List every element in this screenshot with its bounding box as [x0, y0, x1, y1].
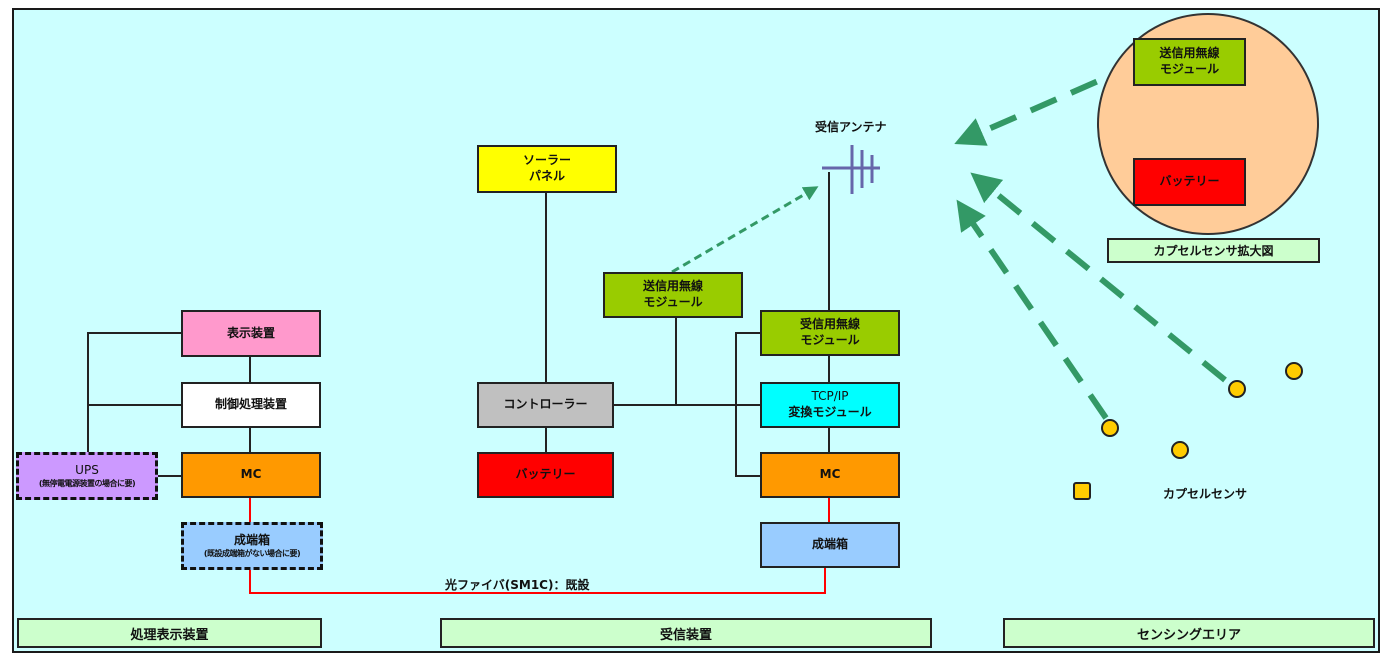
radio-link-sensor-a [970, 172, 1227, 383]
solar-panel-label-2: パネル [528, 169, 565, 183]
tx-wireless-module-label-2: モジュール [643, 295, 703, 309]
rx-wireless-module: 受信用無線 モジュール [760, 310, 900, 356]
termination-box-processing: 成端箱 (既設成端箱がない場合に要) [181, 522, 323, 570]
control-processor: 制御処理装置 [181, 382, 321, 428]
capsule-caption: カプセルセンサ拡大図 [1107, 238, 1320, 263]
sensor-radio-links [954, 61, 1227, 420]
radio-link-capsule-antenna [954, 61, 1139, 146]
radio-links [671, 186, 819, 274]
ups-note: (無停電電源装置の場合に要) [38, 478, 136, 488]
mc-processing-label: MC [240, 467, 262, 482]
antenna-icon [822, 145, 880, 194]
zone-sensing-label: センシングエリア [1136, 627, 1241, 643]
radio-link-tx-antenna [671, 186, 819, 274]
tx-wireless-module-label: 送信用無線 [642, 279, 703, 294]
display-device: 表示装置 [181, 310, 321, 357]
capsule-sensor [1228, 380, 1246, 398]
radio-link-sensor-b [956, 199, 1109, 420]
tcpip-module-label: TCP/IP [811, 389, 849, 404]
zone-sensing: センシングエリア [1003, 618, 1375, 648]
capsule-caption-label: カプセルセンサ拡大図 [1153, 244, 1274, 258]
rx-wireless-module-label: 受信用無線 [799, 317, 860, 332]
mc-processing: MC [181, 452, 321, 498]
capsule-sensor [1101, 419, 1119, 437]
ups: UPS (無停電電源装置の場合に要) [16, 452, 158, 500]
solar-panel-label: ソーラー [522, 153, 571, 168]
fiber-wires [249, 498, 830, 594]
antenna-label: 受信アンテナ [815, 120, 887, 134]
receiver-battery-label: バッテリー [515, 467, 576, 482]
termination-box-processing-label: 成端箱 [233, 533, 270, 547]
termination-box-receiver: 成端箱 [760, 522, 900, 568]
capsule-sensor [1171, 441, 1189, 459]
control-processor-label: 制御処理装置 [214, 397, 287, 412]
wire-display-ups [87, 332, 182, 452]
tcpip-module-label-2: 変換モジュール [788, 405, 872, 419]
receiver-battery: バッテリー [477, 452, 614, 498]
zone-receiver: 受信装置 [440, 618, 932, 648]
termination-box-receiver-label: 成端箱 [811, 537, 848, 552]
processing-wires [87, 332, 251, 477]
controller-label: コントローラー [503, 397, 588, 412]
ups-label: UPS [75, 463, 99, 477]
capsule-sensor [1285, 362, 1303, 380]
termination-box-note: (既設成端箱がない場合に要) [203, 548, 301, 558]
tcpip-module: TCP/IP 変換モジュール [760, 382, 900, 428]
zone-processing: 処理表示装置 [17, 618, 322, 648]
solar-panel: ソーラー パネル [477, 145, 617, 193]
controller: コントローラー [477, 382, 614, 428]
capsule-battery-label: バッテリー [1159, 174, 1220, 189]
mc-receiver-label: MC [819, 467, 841, 482]
capsule-sensor-label: カプセルセンサ [1163, 487, 1248, 501]
receiver-wires [545, 172, 830, 477]
capsule-tx-module-label-2: モジュール [1159, 62, 1220, 76]
optical-fiber-label: 光ファイバ(SM1C)：既設 [445, 578, 590, 592]
capsule-battery: バッテリー [1133, 158, 1246, 206]
display-device-label: 表示装置 [226, 325, 275, 340]
zone-processing-label: 処理表示装置 [130, 627, 209, 643]
capsule-tx-module: 送信用無線 モジュール [1133, 38, 1246, 86]
mc-receiver: MC [760, 452, 900, 498]
wire-rx-mc [735, 332, 760, 477]
optical-fiber-line [249, 568, 826, 594]
rx-wireless-module-label-2: モジュール [800, 333, 860, 347]
capsule-tx-module-label: 送信用無線 [1159, 46, 1220, 61]
capsule-sensor-legend-icon [1073, 482, 1091, 500]
zone-receiver-label: 受信装置 [659, 627, 712, 643]
tx-wireless-module: 送信用無線 モジュール [603, 272, 743, 318]
